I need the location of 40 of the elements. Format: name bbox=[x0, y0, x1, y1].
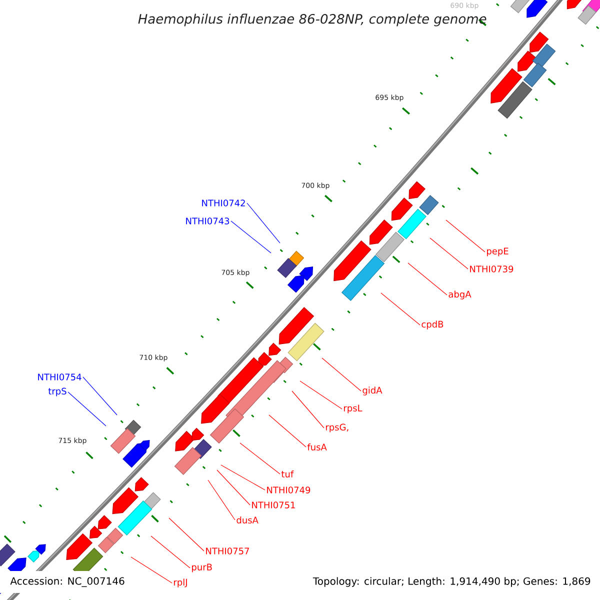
leader-line bbox=[246, 202, 280, 244]
leader-line bbox=[220, 464, 266, 490]
gene-label: pepE bbox=[487, 248, 508, 256]
leader-line bbox=[268, 414, 306, 448]
gene-label: NTHI0749 bbox=[267, 486, 310, 494]
leader-line bbox=[240, 442, 280, 474]
leader-line bbox=[168, 518, 204, 552]
leader-line bbox=[322, 358, 362, 392]
gene-label: NTHI0743 bbox=[186, 218, 230, 224]
gene-label: trpS bbox=[48, 388, 66, 396]
gene-label: rpsG, bbox=[326, 424, 348, 432]
gene-label: fusA bbox=[307, 444, 327, 450]
gene-label: NTHI0739 bbox=[470, 266, 514, 272]
gene-label: abgA bbox=[448, 290, 472, 300]
leader-line bbox=[68, 392, 106, 426]
leader-line bbox=[408, 262, 448, 296]
gene-label: tuf bbox=[281, 470, 294, 478]
info-text: Accession: NC_007146 bbox=[10, 577, 124, 587]
gene-label: NTHI0742 bbox=[202, 200, 245, 206]
leader-line bbox=[208, 480, 236, 520]
leader-line bbox=[150, 536, 190, 568]
gene-label: gidA bbox=[362, 386, 382, 396]
leader-line bbox=[230, 220, 272, 254]
gene-label: NTHI0754 bbox=[38, 374, 82, 380]
gene-label: NTHI0757 bbox=[206, 548, 249, 554]
leader-line bbox=[380, 292, 420, 326]
leader-line bbox=[292, 390, 324, 428]
gene-label: cpdB bbox=[422, 320, 444, 330]
leader-line bbox=[446, 220, 486, 252]
leader-line bbox=[430, 238, 468, 270]
gene-label: rpsL bbox=[344, 404, 362, 414]
gene-label: dusA bbox=[236, 516, 258, 524]
gene-label: NTHI0751 bbox=[252, 502, 295, 508]
leader-line bbox=[216, 470, 250, 506]
leader-line bbox=[130, 556, 172, 584]
leader-line bbox=[300, 380, 342, 410]
leader-line bbox=[82, 376, 118, 416]
gene-label: rplJ bbox=[174, 578, 187, 588]
gene-label: purB bbox=[192, 564, 212, 572]
info-text: Topology: circular; Length: 1,914,490 bp; Genes: 1,869 bbox=[312, 577, 590, 587]
